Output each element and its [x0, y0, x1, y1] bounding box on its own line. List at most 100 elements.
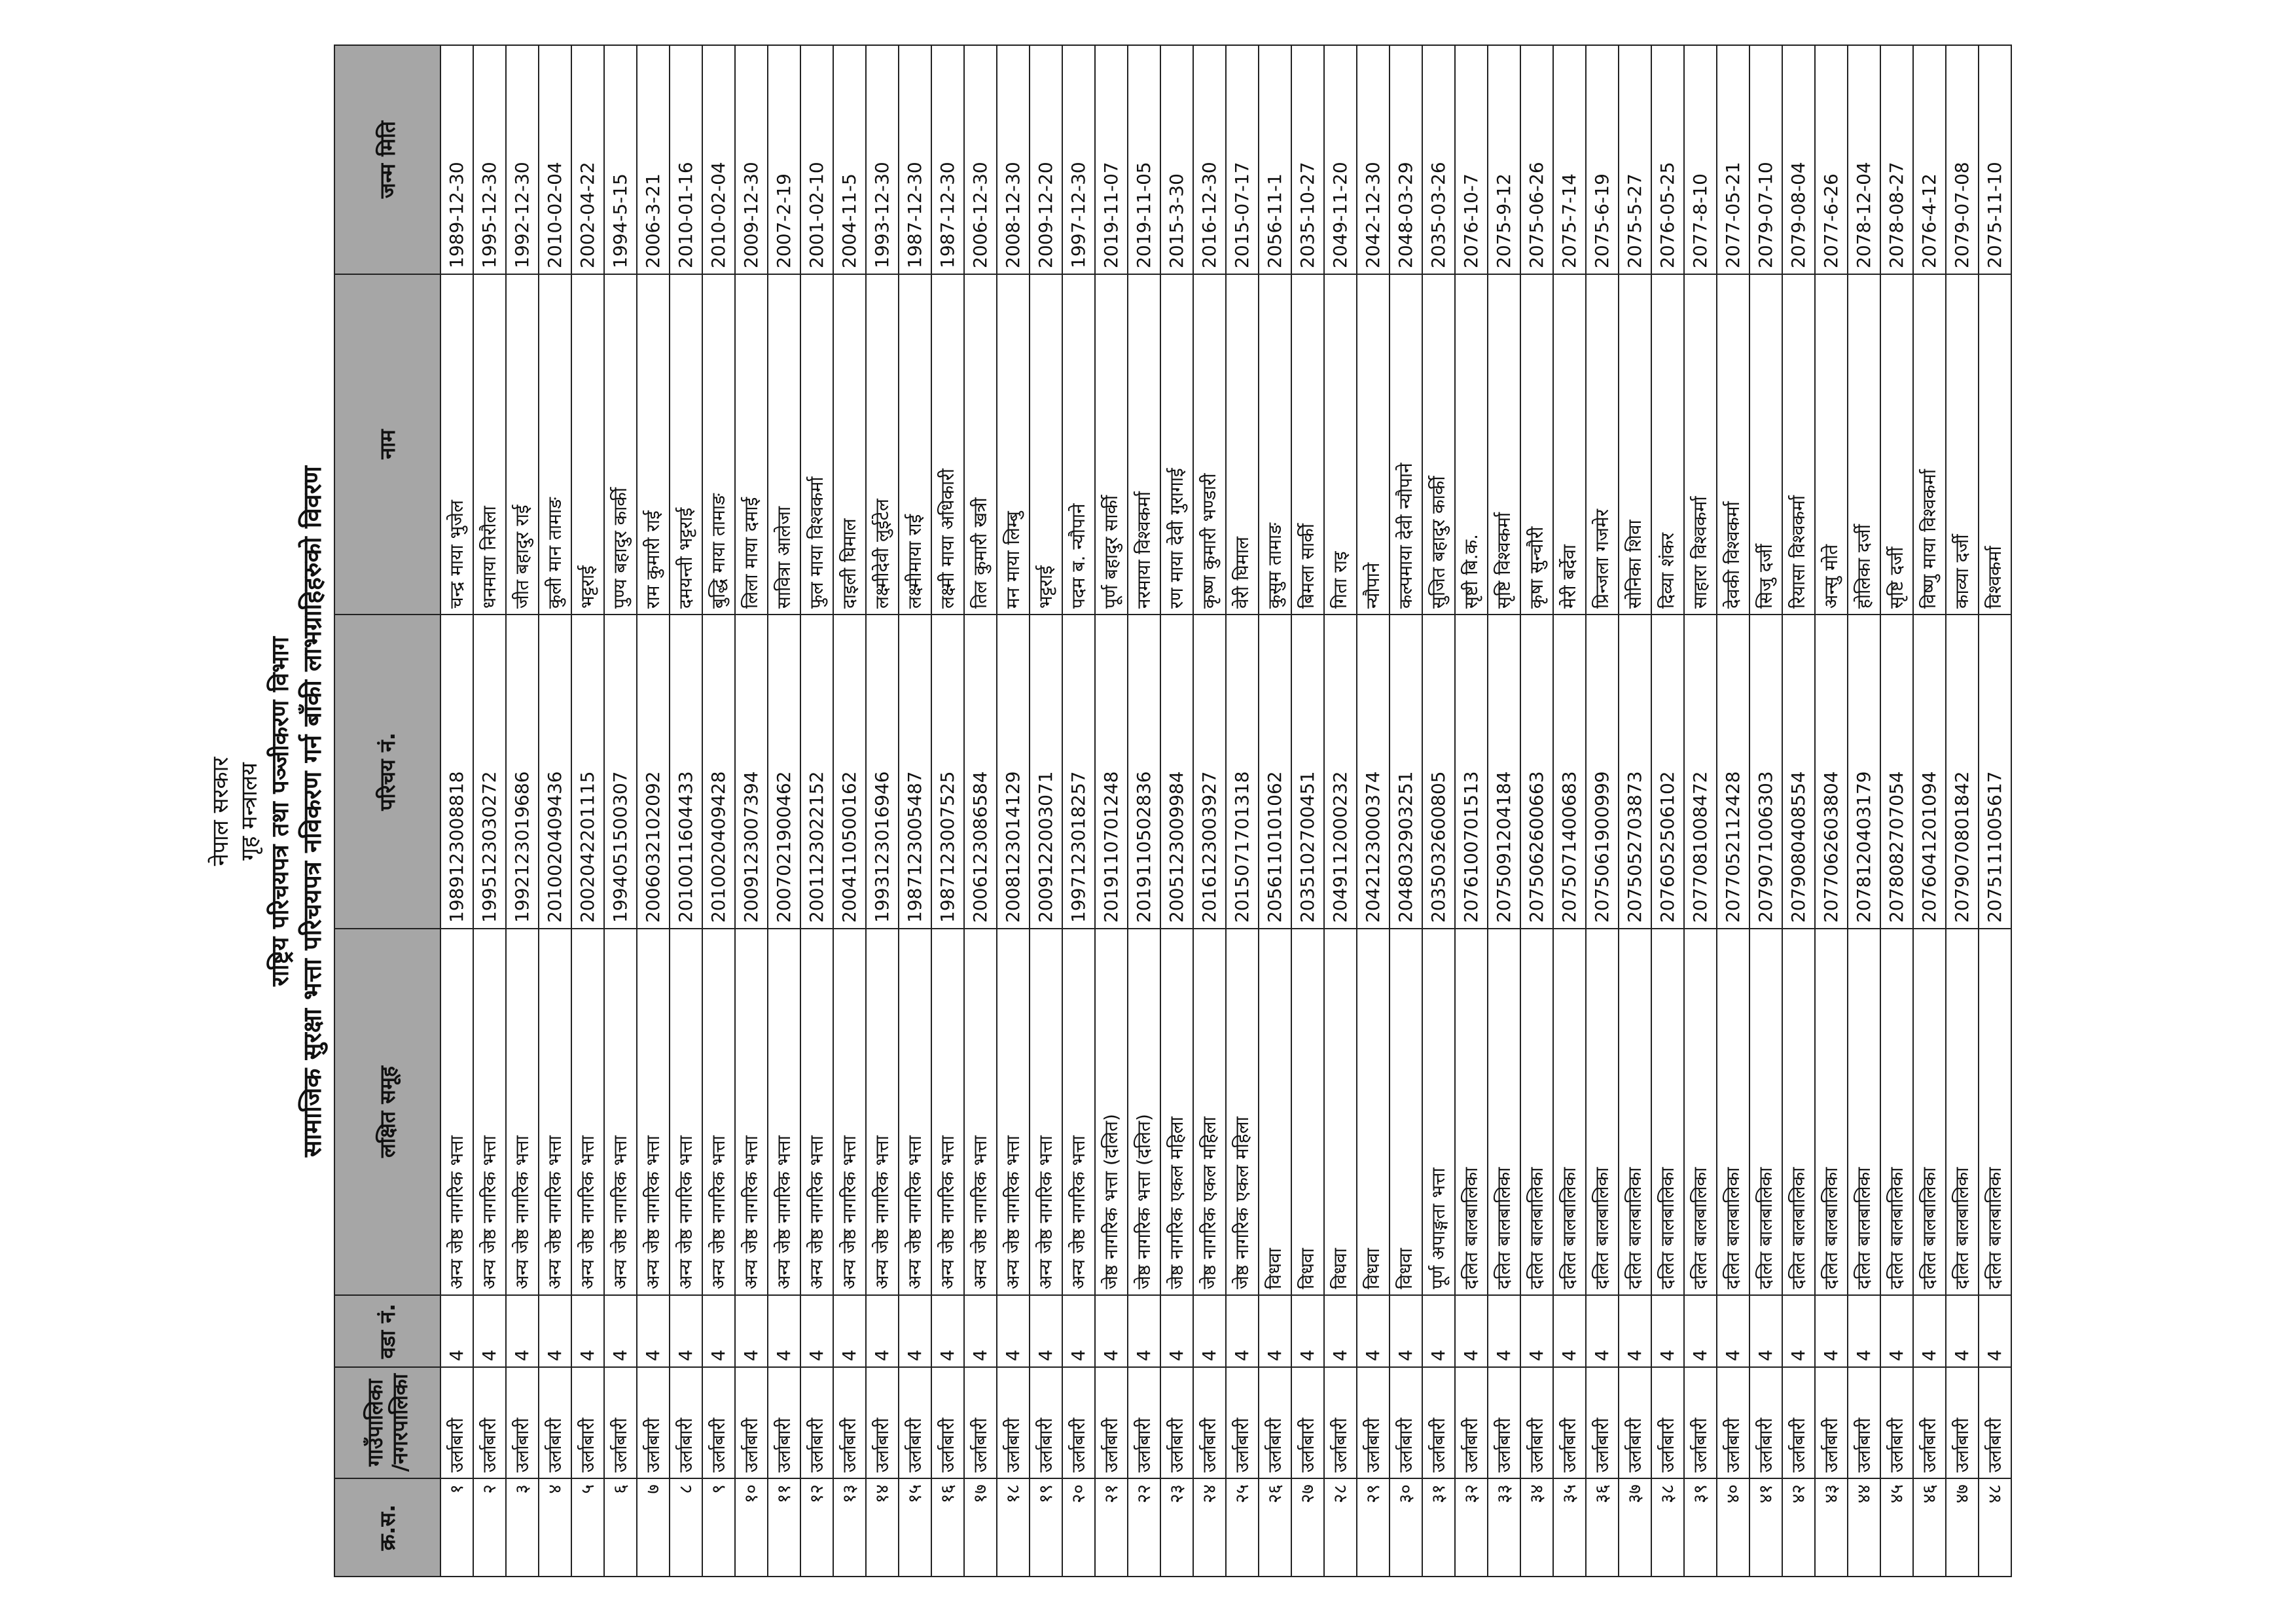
col-ward-cell: 4 [1880, 1295, 1913, 1367]
col-municipality-cell: उर्लाबारी [1782, 1367, 1815, 1478]
col-birth-date-cell: 2075-9-12 [1488, 45, 1520, 274]
col-name-cell: लक्ष्मीदेवी लुईटेल [866, 274, 899, 615]
col-id-number-cell: 1992123019686 [506, 615, 539, 929]
col-id-number-cell: 2008123014129 [997, 615, 1030, 929]
col-birth-date-cell: 2004-11-5 [833, 45, 866, 274]
col-birth-date-cell: 2049-11-20 [1324, 45, 1357, 274]
col-municipality-cell: उर्लाबारी [1586, 1367, 1619, 1478]
col-target-group-cell: विधवा [1357, 929, 1390, 1295]
col-ward-cell: 4 [800, 1295, 833, 1367]
col-ward-cell: 4 [1259, 1295, 1291, 1367]
col-target-group-cell: पूर्ण अपाङ्गता भत्ता [1422, 929, 1455, 1295]
col-id-number-cell: 2007021900462 [768, 615, 800, 929]
col-serial-cell: २१ [1095, 1478, 1128, 1577]
col-birth-date-cell: 2006-12-30 [964, 45, 997, 274]
col-municipality-cell: उर्लाबारी [1291, 1367, 1324, 1478]
col-id-number-cell: 1993123016946 [866, 615, 899, 929]
col-serial-cell: ५ [571, 1478, 604, 1577]
table-header-row: क्र.स.गाउँपालिका /नगरपालिकावडा नं.लक्षित… [334, 45, 440, 1577]
col-municipality-cell: उर्लाबारी [1684, 1367, 1717, 1478]
col-name-cell: सिजु दर्जी [1749, 274, 1782, 615]
col-serial-cell: ४७ [1946, 1478, 1979, 1577]
col-ward-cell: 4 [1848, 1295, 1880, 1367]
col-name-cell: विष्णु माया विश्वकर्मा [1913, 274, 1946, 615]
col-id-number-cell: 2010020409436 [539, 615, 571, 929]
col-birth-date-cell: 2078-12-04 [1848, 45, 1880, 274]
col-municipality-cell: उर्लाबारी [1324, 1367, 1357, 1478]
col-id-number-cell: 2005123009984 [1160, 615, 1193, 929]
col-id-number-cell: 2002042201115 [571, 615, 604, 929]
col-birth-date-cell: 1997-12-30 [1062, 45, 1095, 274]
col-serial-cell: १८ [997, 1478, 1030, 1577]
col-serial-cell: ११ [768, 1478, 800, 1577]
col-target-group-cell: दलित बालबालिका [1455, 929, 1488, 1295]
header-department: राष्ट्रिय परिचयपत्र तथा पञ्जीकरण विभाग [267, 637, 294, 986]
col-ward-cell: 4 [1553, 1295, 1586, 1367]
col-name-cell: जीत बहादुर राई [506, 274, 539, 615]
col-ward-cell: 4 [670, 1295, 702, 1367]
col-target-group-cell: दलित बालबालिका [1586, 929, 1619, 1295]
col-id-number-cell: 2079071006303 [1749, 615, 1782, 929]
col-target-group-cell: दलित बालबालिका [1651, 929, 1684, 1295]
col-name-cell: लिला माया दमाई [735, 274, 768, 615]
col-municipality-cell: उर्लाबारी [1422, 1367, 1455, 1478]
col-municipality-cell: उर्लाबारी [1226, 1367, 1259, 1478]
col-ward-cell: 4 [964, 1295, 997, 1367]
col-id-number-cell: 2077052112428 [1717, 615, 1749, 929]
col-ward-cell: 4 [1226, 1295, 1259, 1367]
col-birth-date-cell: 2077-6-26 [1815, 45, 1848, 274]
col-id-number-cell: 2006123086584 [964, 615, 997, 929]
col-serial-cell: २८ [1324, 1478, 1357, 1577]
col-ward-cell: 4 [735, 1295, 768, 1367]
col-birth-date-cell: 2075-5-27 [1619, 45, 1651, 274]
col-name-cell: दमयन्ती भट्टराई [670, 274, 702, 615]
col-name-cell: पदम ब. न्यौपाने [1062, 274, 1095, 615]
col-serial-cell: २० [1062, 1478, 1095, 1577]
col-serial-cell: २४ [1193, 1478, 1226, 1577]
col-serial-cell: ४६ [1913, 1478, 1946, 1577]
col-ward-cell: 4 [1979, 1295, 2011, 1367]
col-ward-cell: 4 [1390, 1295, 1422, 1367]
col-id-number-cell: 1995123030272 [473, 615, 506, 929]
col-municipality-cell: उर्लाबारी [1619, 1367, 1651, 1478]
col-name-cell: रियासा विश्वकर्मा [1782, 274, 1815, 615]
col-municipality-cell: उर्लाबारी [735, 1367, 768, 1478]
col-birth-date-cell: 1987-12-30 [899, 45, 931, 274]
col-birth-date-cell: 2078-08-27 [1880, 45, 1913, 274]
col-birth-date-cell: 2077-8-10 [1684, 45, 1717, 274]
col-serial-cell: १ [440, 1478, 473, 1577]
col-ward-cell: 4 [1619, 1295, 1651, 1367]
col-target-group-cell: विधवा [1259, 929, 1291, 1295]
col-target-group-cell: दलित बालबालिका [1880, 929, 1913, 1295]
col-municipality-cell: उर्लाबारी [1030, 1367, 1062, 1478]
col-target-group-cell: जेष्ठ नागरिक एकल महिला [1193, 929, 1226, 1295]
col-municipality-cell: उर्लाबारी [1913, 1367, 1946, 1478]
col-name-cell: फुल माया विश्वकर्मा [800, 274, 833, 615]
col-municipality-cell: उर्लाबारी [571, 1367, 604, 1478]
col-target-group-cell: अन्य जेष्ठ नागरिक भत्ता [637, 929, 670, 1295]
col-birth-date-cell: 1992-12-30 [506, 45, 539, 274]
col-target-group-cell: दलित बालबालिका [1684, 929, 1717, 1295]
col-target-group-cell: जेष्ठ नागरिक एकल महिला [1226, 929, 1259, 1295]
col-target-group-cell: विधवा [1324, 929, 1357, 1295]
col-serial-cell: ४३ [1815, 1478, 1848, 1577]
col-id-number-cell: 2009122003071 [1030, 615, 1062, 929]
col-id-number-cell: 1987123005487 [899, 615, 931, 929]
col-ward-cell: 4 [1062, 1295, 1095, 1367]
col-id-number-cell: 2077062603804 [1815, 615, 1848, 929]
col-target-group-cell: दलित बालबालिका [1913, 929, 1946, 1295]
col-target-group-cell: विधवा [1390, 929, 1422, 1295]
